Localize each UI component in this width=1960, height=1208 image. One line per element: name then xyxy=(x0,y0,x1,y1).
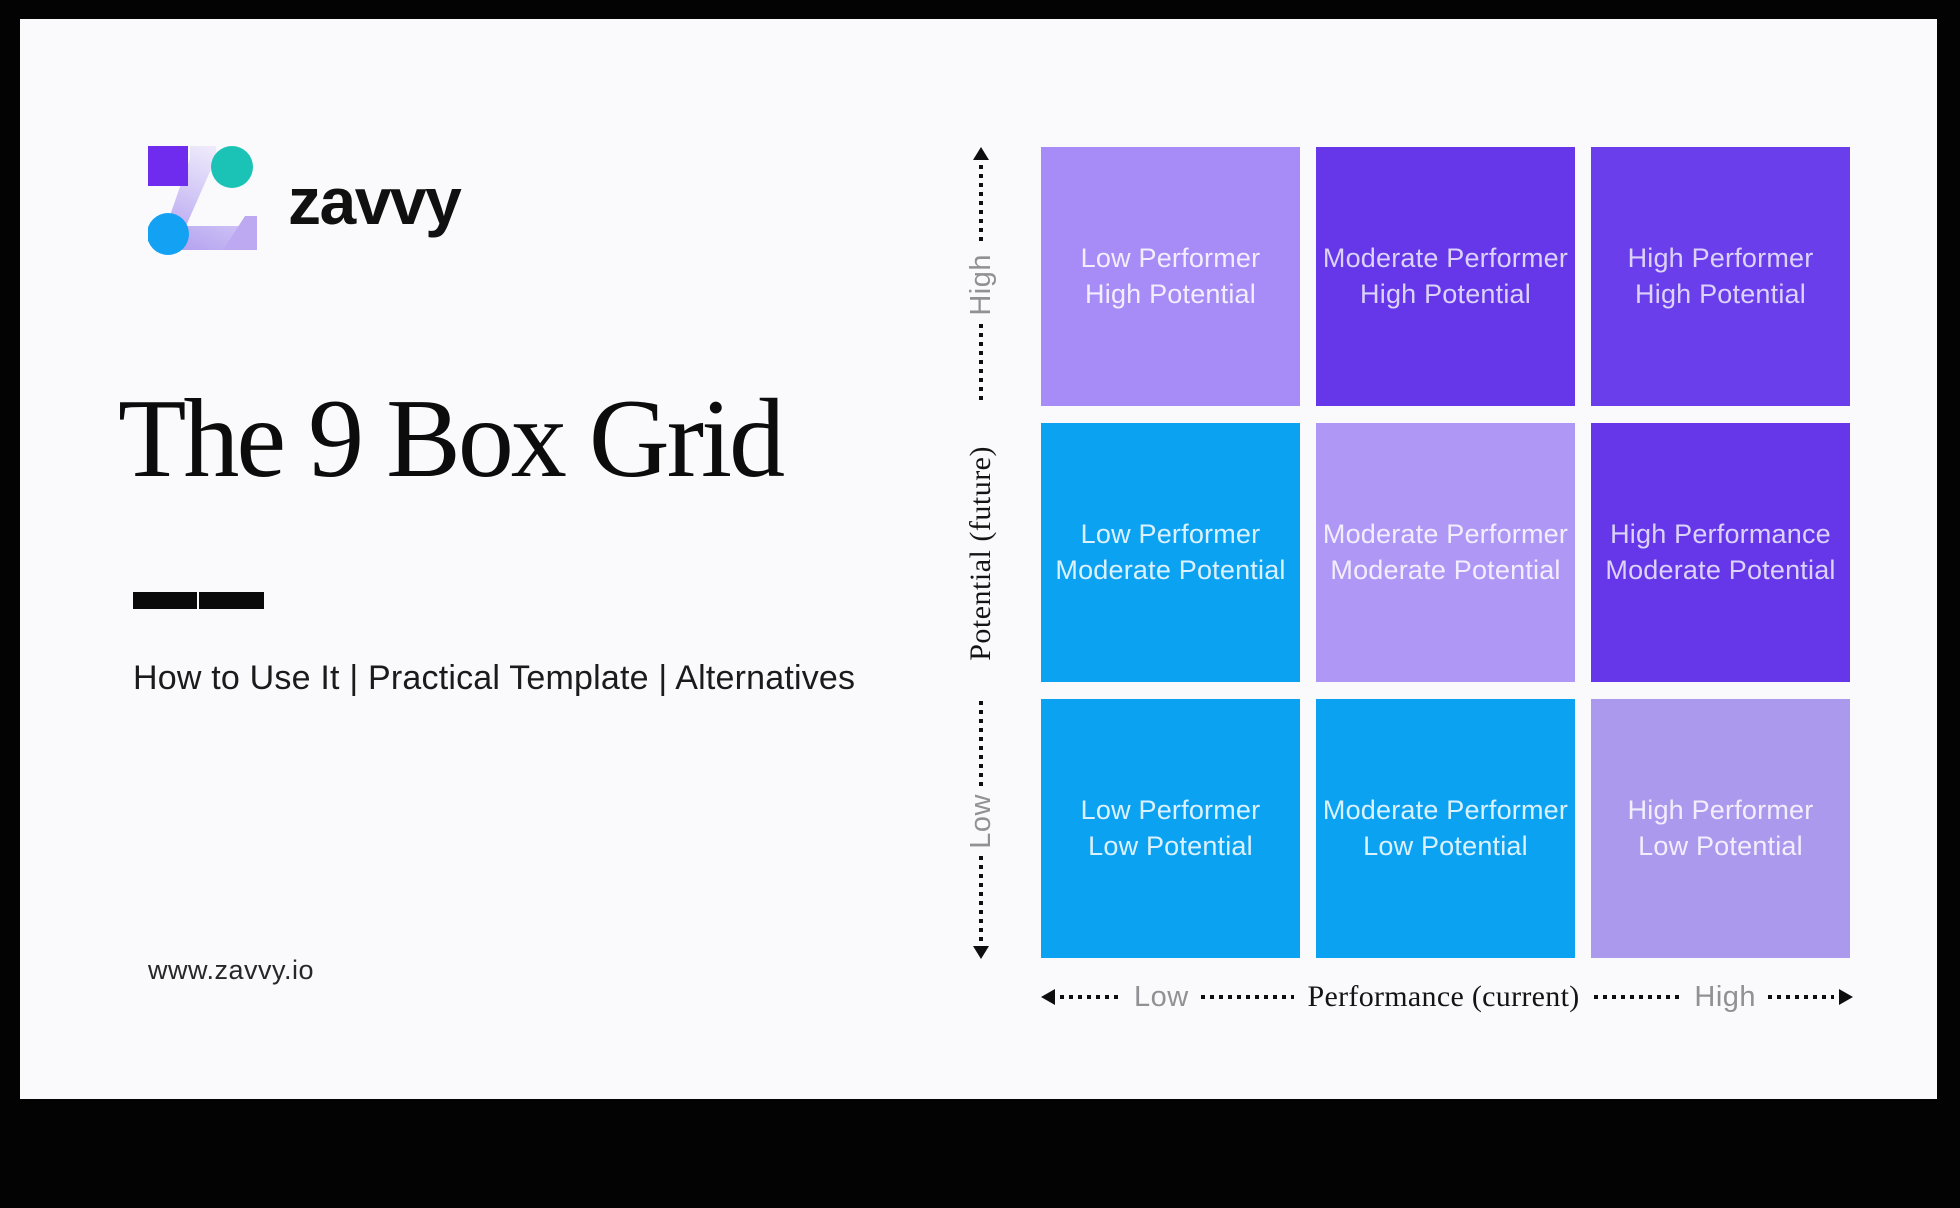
y-axis-low-label: Low xyxy=(964,793,997,849)
cell-label: Low Performer xyxy=(1080,242,1261,273)
cell-label: High Potential xyxy=(1635,278,1806,309)
dotted-line xyxy=(1060,995,1122,999)
cell-label: Moderate Potential xyxy=(1605,554,1836,585)
y-axis-high-section: High xyxy=(964,147,997,405)
cell-label: High Performance xyxy=(1610,518,1831,549)
x-axis-low-label: Low xyxy=(1133,980,1189,1013)
dotted-line xyxy=(979,323,983,405)
nine-box-grid: Low Performer High Potential Moderate Pe… xyxy=(1041,147,1850,958)
cell-label: Low Potential xyxy=(1363,830,1528,861)
divider-segment xyxy=(133,592,197,609)
grid-cell-r2-c3: High Performance Moderate Potential xyxy=(1591,423,1850,682)
dotted-line xyxy=(979,856,983,942)
title-divider xyxy=(133,592,264,609)
x-axis-title: Performance (current) xyxy=(1307,980,1580,1013)
cell-label: Moderate Potential xyxy=(1330,554,1561,585)
grid-cell-r2-c2: Moderate Performer Moderate Potential xyxy=(1316,423,1575,682)
cell-label: High Potential xyxy=(1085,278,1256,309)
x-axis: Low Performance (current) High xyxy=(1041,978,1853,1016)
grid-cell-r1-c3: High Performer High Potential xyxy=(1591,147,1850,406)
page-title: The 9 Box Grid xyxy=(118,377,785,501)
logo-wordmark: zavvy xyxy=(288,164,462,238)
grid-cell-r1-c1: Low Performer High Potential xyxy=(1041,147,1300,406)
dotted-line xyxy=(979,165,983,247)
dotted-line xyxy=(979,701,983,786)
cell-label: Low Performer xyxy=(1080,518,1261,549)
logo-triangle xyxy=(223,216,257,250)
y-axis-title-section: Potential (future) xyxy=(964,405,997,701)
dotted-line xyxy=(1200,995,1294,999)
grid-cell-r3-c3: High Performer Low Potential xyxy=(1591,699,1850,958)
arrow-right-icon xyxy=(1839,989,1853,1005)
cell-label: Low Potential xyxy=(1638,830,1803,861)
cell-label: Moderate Performer xyxy=(1322,518,1569,549)
cell-label: Moderate Performer xyxy=(1322,794,1569,825)
brand-header: zavvy xyxy=(148,146,462,256)
cell-label: Low Potential xyxy=(1088,830,1253,861)
cell-label: Moderate Performer xyxy=(1322,242,1569,273)
y-axis: High Potential (future) Low xyxy=(964,147,997,960)
arrow-up-icon xyxy=(973,147,989,160)
cell-label: Moderate Potential xyxy=(1055,554,1286,585)
grid-cell-r1-c2: Moderate Performer High Potential xyxy=(1316,147,1575,406)
y-axis-low-section: Low xyxy=(964,701,997,960)
divider-segment xyxy=(199,592,264,609)
website-url: www.zavvy.io xyxy=(148,955,315,985)
x-axis-high-label: High xyxy=(1694,980,1757,1013)
slide-panel: zavvy The 9 Box Grid How to Use It | Pra… xyxy=(20,19,1937,1099)
y-axis-title: Potential (future) xyxy=(964,445,997,661)
arrow-down-icon xyxy=(973,946,989,960)
y-axis-high-label: High xyxy=(964,254,997,316)
arrow-left-icon xyxy=(1041,989,1055,1005)
logo-teal-circle xyxy=(211,146,253,188)
grid-cell-r3-c2: Moderate Performer Low Potential xyxy=(1316,699,1575,958)
cell-label: Low Performer xyxy=(1080,794,1261,825)
logo-square xyxy=(148,146,188,186)
cell-label: High Performer xyxy=(1627,794,1814,825)
grid-cell-r2-c1: Low Performer Moderate Potential xyxy=(1041,423,1300,682)
logo-blue-circle xyxy=(148,213,189,255)
dotted-line xyxy=(1593,995,1683,999)
dotted-line xyxy=(1768,995,1834,999)
cell-label: High Potential xyxy=(1360,278,1531,309)
zavvy-logo-icon xyxy=(148,146,257,255)
subtitle: How to Use It | Practical Template | Alt… xyxy=(133,659,856,697)
cell-label: High Performer xyxy=(1627,242,1814,273)
grid-cell-r3-c1: Low Performer Low Potential xyxy=(1041,699,1300,958)
